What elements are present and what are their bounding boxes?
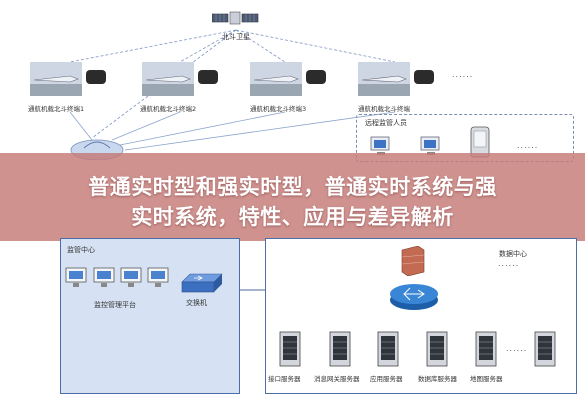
workstation-icon <box>120 267 142 287</box>
banner-title-line-2: 实时系统，特性、应用与差异解析 <box>131 205 454 229</box>
workstation-icon <box>65 267 87 287</box>
router-icon <box>390 284 438 310</box>
aircraft-icon <box>250 62 326 96</box>
server-icon <box>475 331 497 367</box>
terminal-label: 通航机载北斗终端2 <box>140 105 197 113</box>
server-label: 地图服务器 <box>470 375 503 383</box>
workstation-icon <box>93 267 115 287</box>
server-icon <box>279 331 301 367</box>
server-label: 应用服务器 <box>370 375 403 383</box>
remote-more: ...... <box>517 141 539 150</box>
aircraft-icon <box>358 62 434 96</box>
server-more: ...... <box>506 344 528 353</box>
satellite-icon <box>212 11 259 25</box>
server-label: 数据库服务器 <box>418 375 457 383</box>
server-label: 接口服务器 <box>268 375 301 383</box>
switch-label: 交换机 <box>186 299 207 307</box>
aircraft-icon <box>30 62 106 96</box>
server-icon <box>377 331 399 367</box>
server-icon <box>534 331 556 367</box>
aircraft-icon <box>142 62 218 96</box>
banner-title-line-1: 普通实时型和强实时型，普通实时系统与强 <box>88 175 497 199</box>
workstation-icon <box>147 267 169 287</box>
monitor-center-panel: 监管中心 <box>60 238 240 394</box>
monitor-center-title: 监管中心 <box>67 246 95 254</box>
server-label: 消息网关服务器 <box>314 375 360 383</box>
data-center-more: ...... <box>498 259 520 268</box>
data-center-title: 数据中心 <box>499 250 527 258</box>
terminal-label: 通航机载北斗终端 <box>358 105 410 113</box>
terminal-more: ...... <box>452 70 474 79</box>
monitor-platform-label: 监控管理平台 <box>94 301 136 309</box>
mobile-device-icon <box>470 126 490 158</box>
remote-label: 远程监管人员 <box>365 119 407 127</box>
server-icon <box>329 331 351 367</box>
firewall-icon <box>401 246 425 276</box>
title-banner: 普通实时型和强实时型，普通实时系统与强 实时系统，特性、应用与差异解析 <box>0 153 585 241</box>
server-icon <box>426 331 448 367</box>
terminal-label: 通航机载北斗终端1 <box>28 105 85 113</box>
switch-icon <box>181 273 223 293</box>
satellite-label: 北斗卫星 <box>222 33 250 41</box>
terminal-label: 通航机载北斗终端3 <box>250 105 307 113</box>
